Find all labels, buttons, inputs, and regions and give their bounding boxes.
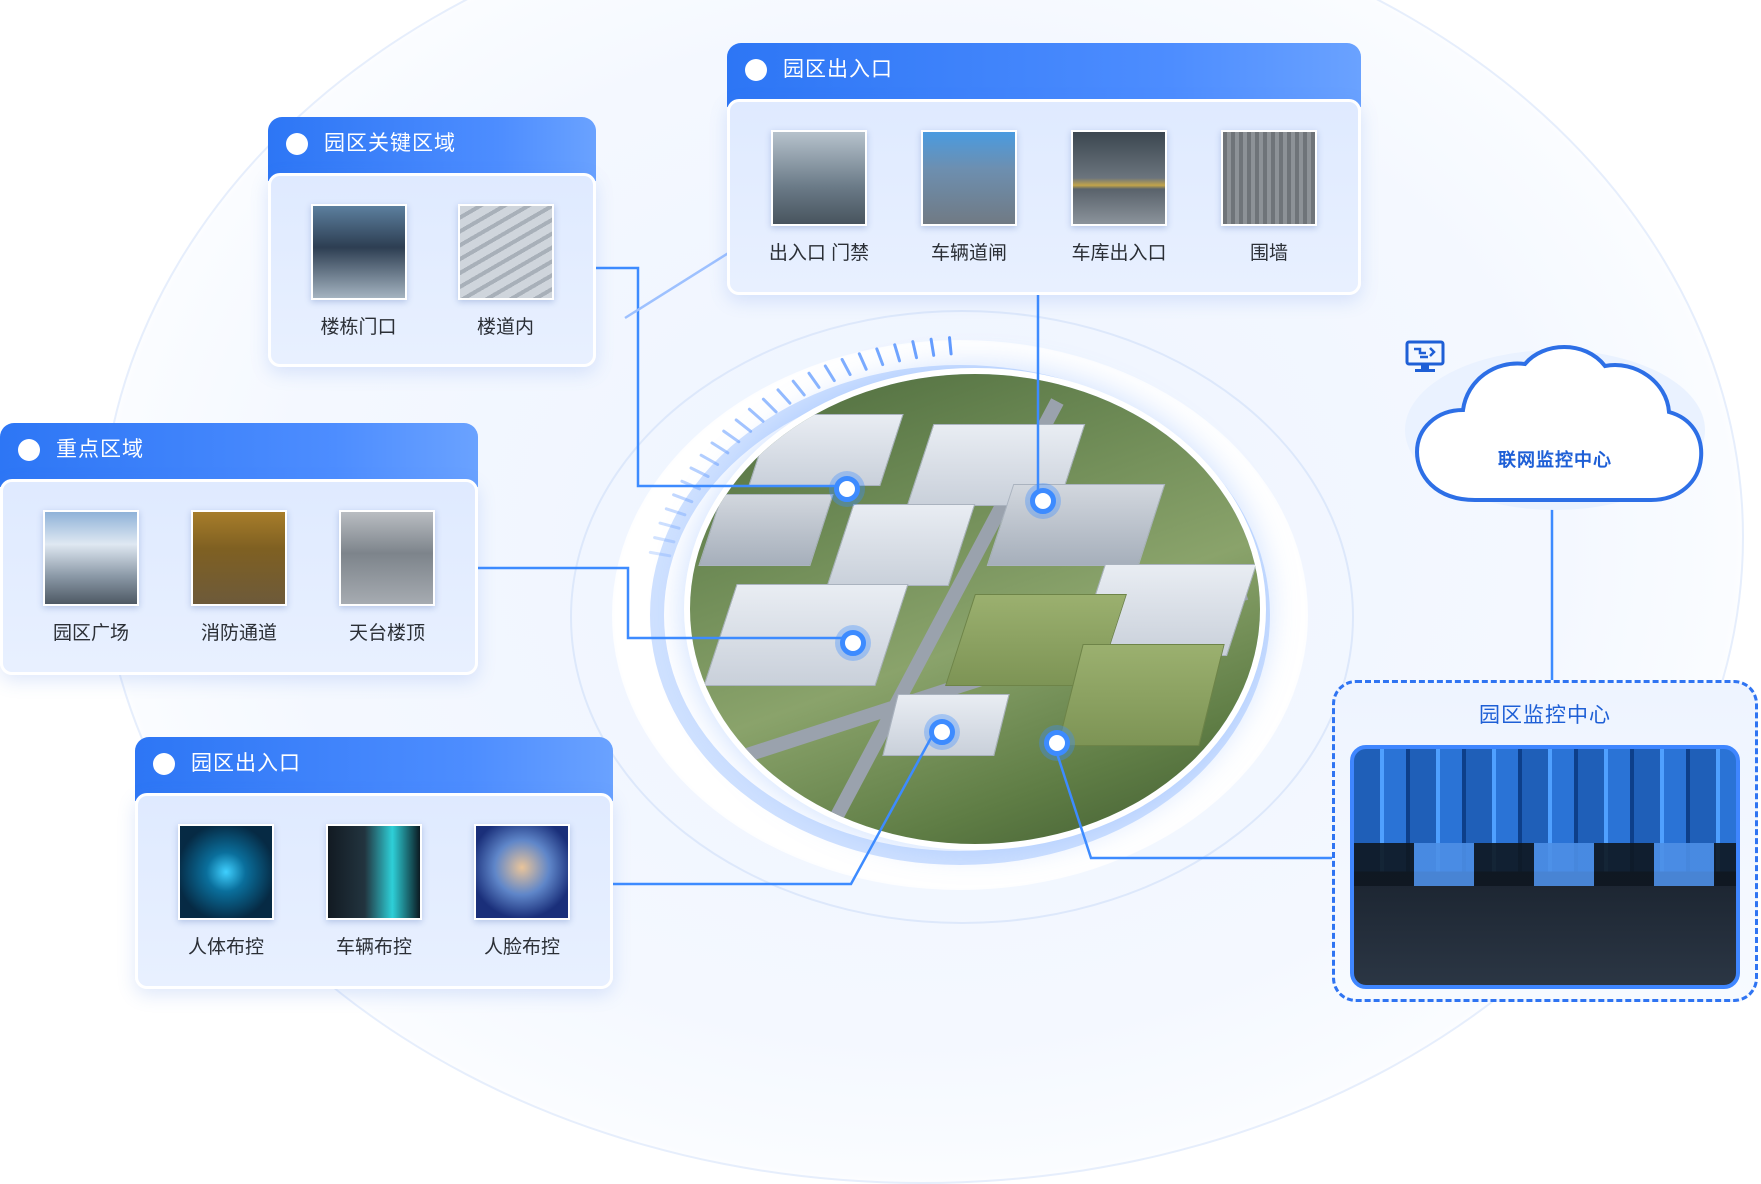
camera-location-item[interactable]: 围墙 (1199, 130, 1339, 292)
tick-mark (710, 441, 730, 455)
item-label: 园区广场 (52, 623, 129, 644)
card-header: 园区关键区域 (268, 117, 596, 181)
cloud-label: 联网监控中心 (1498, 450, 1612, 470)
tick-mark (823, 364, 836, 383)
tick-mark (658, 521, 681, 530)
perimeter-wall-photo (1221, 130, 1317, 226)
camera-location-item[interactable]: 消防通道 (169, 510, 309, 672)
camera-location-item[interactable]: 园区广场 (21, 510, 161, 672)
tick-mark (747, 407, 765, 423)
cloud-shape (1405, 345, 1705, 510)
card-title: 园区出入口 (191, 752, 301, 775)
card-body: 楼栋门口 楼道内 (268, 173, 596, 367)
item-label: 楼栋门口 (320, 317, 397, 338)
item-label: 车辆道闸 (930, 243, 1007, 264)
camera-location-item[interactable]: 车辆道闸 (899, 130, 1039, 292)
item-label: 围墙 (1249, 243, 1288, 264)
tick-mark (948, 336, 953, 356)
tick-mark (791, 379, 806, 397)
face-recognition-photo (474, 824, 570, 920)
item-label: 人脸布控 (483, 937, 560, 958)
item-label: 楼道内 (476, 317, 534, 338)
building-entrance-photo (310, 204, 407, 300)
tick-mark (722, 429, 741, 444)
stairwell-photo (457, 204, 554, 300)
card-entrances-bottom: 园区出入口 人体布控 车辆布控 人脸布控 (135, 737, 613, 989)
card-header: 园区出入口 (135, 737, 613, 801)
garage-entrance-photo (1071, 130, 1167, 226)
camera-location-item[interactable]: 车辆布控 (304, 824, 444, 986)
item-label: 出入口 门禁 (768, 243, 870, 264)
card-title: 重点区域 (56, 438, 144, 461)
card-key-areas: 园区关键区域 楼栋门口 楼道内 (268, 117, 596, 367)
plaza-photo (43, 510, 139, 606)
control-room-video-wall-photo (1350, 745, 1740, 989)
tick-mark (699, 453, 720, 466)
camera-location-item[interactable]: 天台楼顶 (317, 510, 457, 672)
tick-mark (840, 358, 852, 377)
tick-mark (875, 347, 885, 367)
camera-location-item[interactable]: 楼栋门口 (289, 204, 429, 364)
camera-location-item[interactable]: 人体布控 (156, 824, 296, 986)
monitor-point-marker[interactable] (1030, 488, 1056, 514)
camera-location-item[interactable]: 人脸布控 (452, 824, 592, 986)
item-label: 车辆布控 (335, 937, 412, 958)
camera-location-item[interactable]: 出入口 门禁 (749, 130, 889, 292)
tick-mark (776, 388, 792, 405)
header-dot-icon (745, 59, 767, 81)
tick-mark (689, 466, 710, 478)
camera-location-item[interactable]: 楼道内 (436, 204, 576, 364)
header-dot-icon (286, 133, 308, 155)
tick-mark (911, 340, 918, 360)
card-entrances-top: 园区出入口 出入口 门禁 车辆道闸 车库出入口 围墙 (727, 43, 1361, 295)
network-monitoring-cloud[interactable]: 联网监控中心 (1405, 340, 1705, 510)
item-label: 天台楼顶 (348, 623, 425, 644)
card-header: 园区出入口 (727, 43, 1361, 107)
header-dot-icon (18, 439, 40, 461)
monitoring-center-panel[interactable]: 园区监控中心 (1332, 680, 1758, 1002)
header-dot-icon (153, 753, 175, 775)
tick-mark (857, 352, 868, 371)
card-title: 园区出入口 (783, 58, 893, 81)
monitor-network-icon (1405, 340, 1445, 372)
camera-location-item[interactable]: 车库出入口 (1049, 130, 1189, 292)
rooftop-photo (339, 510, 435, 606)
body-recognition-photo (178, 824, 274, 920)
tick-mark (680, 479, 701, 491)
campus-aerial-view (690, 374, 1260, 844)
monitor-point-marker[interactable] (1044, 730, 1070, 756)
card-focus-areas: 重点区域 园区广场 消防通道 天台楼顶 (0, 423, 478, 675)
item-label: 车库出入口 (1071, 243, 1167, 264)
vehicle-recognition-photo (326, 824, 422, 920)
fire-lane-photo (191, 510, 287, 606)
monitor-point-marker[interactable] (834, 476, 860, 502)
tick-mark (664, 507, 687, 517)
card-body: 园区广场 消防通道 天台楼顶 (0, 479, 478, 675)
item-label: 消防通道 (200, 623, 277, 644)
tick-mark (807, 371, 821, 389)
card-title: 园区关键区域 (324, 132, 456, 155)
monitor-point-marker[interactable] (840, 630, 866, 656)
tick-mark (672, 493, 694, 504)
tick-mark (929, 337, 936, 357)
tick-mark (761, 397, 778, 414)
tick-mark (653, 536, 676, 544)
item-label: 人体布控 (187, 937, 264, 958)
turnstile-gate-photo (771, 130, 867, 226)
tick-mark (734, 418, 753, 433)
vehicle-barrier-photo (921, 130, 1017, 226)
tick-mark (893, 343, 901, 363)
monitor-point-marker[interactable] (929, 719, 955, 745)
tick-mark (648, 550, 672, 558)
card-header: 重点区域 (0, 423, 478, 487)
monitoring-center-title: 园区监控中心 (1479, 704, 1611, 727)
card-body: 人体布控 车辆布控 人脸布控 (135, 793, 613, 989)
card-body: 出入口 门禁 车辆道闸 车库出入口 围墙 (727, 99, 1361, 295)
